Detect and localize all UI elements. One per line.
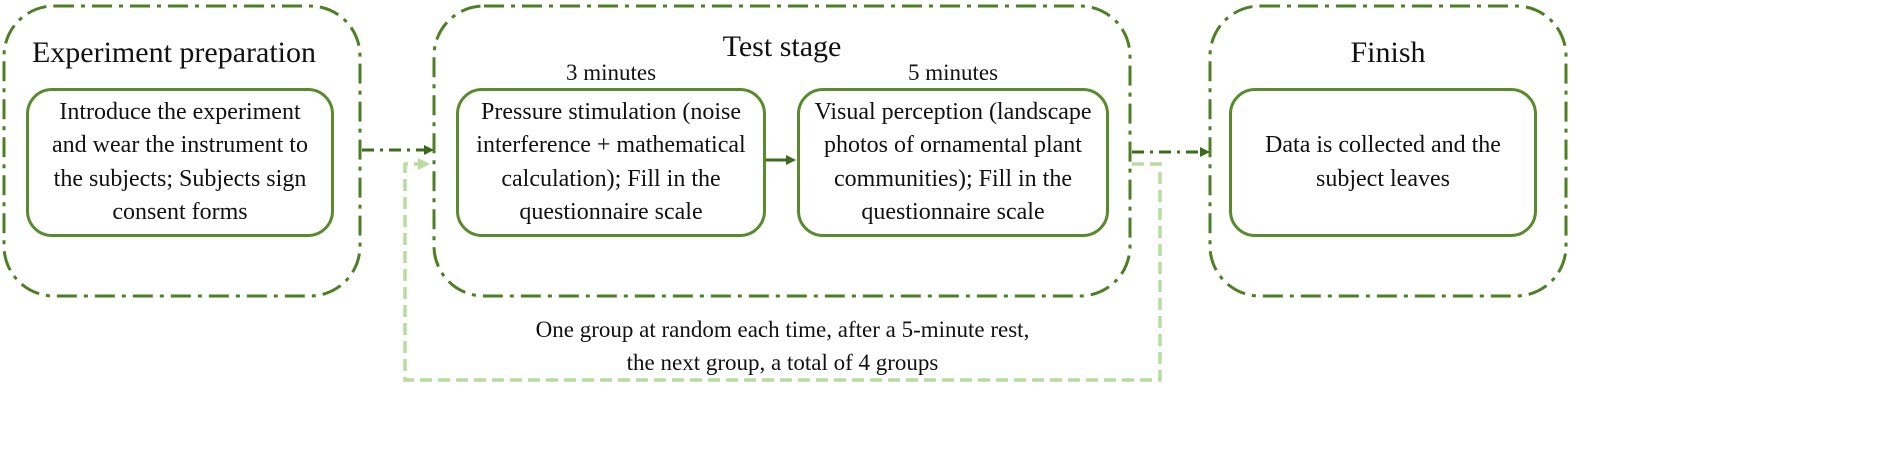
loop-note: One group at random each time, after a 5… [405, 313, 1160, 380]
stage-title-test: Test stage [722, 30, 842, 63]
step-text-introduce: Introduce the experiment and wear the in… [52, 99, 308, 225]
step-text-visual-perception: Visual perception (landscape photos of o… [814, 99, 1092, 225]
step-box-visual-perception: Visual perception (landscape photos of o… [797, 88, 1109, 237]
loop-note-line-1: One group at random each time, after a 5… [535, 317, 1030, 342]
stage-frame-preparation [2, 4, 362, 298]
step-text-data-collected: Data is collected and the subject leaves [1265, 132, 1501, 192]
step-box-introduce: Introduce the experiment and wear the in… [26, 88, 334, 237]
stage-title-preparation: Experiment preparation [31, 36, 317, 69]
step-text-pressure-stimulation: Pressure stimulation (noise interference… [476, 99, 746, 225]
duration-pressure: 3 minutes [565, 60, 657, 85]
loop-back-path [403, 158, 1162, 382]
step-box-pressure-stimulation: Pressure stimulation (noise interference… [456, 88, 766, 237]
stage-title-finish: Finish [1350, 36, 1426, 69]
stage-frame-test [432, 4, 1132, 298]
step-box-data-collected: Data is collected and the subject leaves [1229, 88, 1537, 237]
stage-frame-finish [1208, 4, 1568, 298]
loop-note-line-2: the next group, a total of 4 groups [626, 350, 939, 376]
duration-visual: 5 minutes [907, 60, 999, 85]
